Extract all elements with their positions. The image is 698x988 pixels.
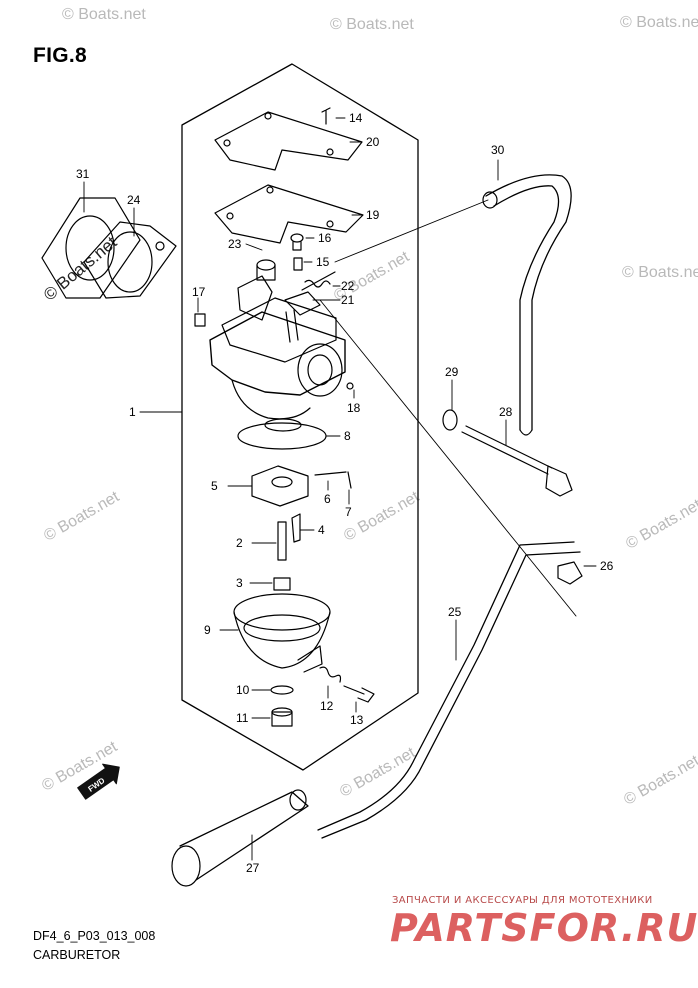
callout-2: 2 — [236, 536, 243, 550]
callout-3: 3 — [236, 576, 243, 590]
main-jet-3 — [273, 577, 291, 591]
callout-17: 17 — [192, 285, 206, 299]
callout-5: 5 — [211, 479, 218, 493]
float-5 — [251, 465, 309, 507]
cover-plate-20 — [214, 111, 363, 171]
watermark: © Boats.net — [330, 16, 414, 33]
screw-13 — [343, 685, 375, 703]
needle-valve-4 — [291, 513, 301, 543]
callout-13: 13 — [350, 713, 364, 727]
clip-7 — [347, 471, 352, 489]
callout-1: 1 — [129, 405, 136, 419]
assembly-boundary — [181, 63, 419, 771]
shop-logo: PARTSFOR.RU — [390, 906, 698, 950]
figure-code: DF4_6_P03_013_008 — [33, 929, 156, 943]
callout-30: 30 — [491, 143, 505, 157]
gasket-24 — [83, 221, 177, 299]
callout-10: 10 — [236, 683, 250, 697]
float-pin-6 — [314, 471, 347, 476]
choke-knob-27 — [179, 791, 309, 881]
figure-title: FIG.8 — [33, 44, 88, 67]
callout-24: 24 — [127, 193, 141, 207]
carburetor-throat — [297, 343, 343, 397]
o-ring-8 — [237, 422, 327, 450]
callout-14: 14 — [349, 111, 363, 125]
callout-20: 20 — [366, 135, 380, 149]
forward-arrow: FWD — [77, 763, 120, 800]
callout-21: 21 — [341, 293, 355, 307]
callout-23: 23 — [228, 237, 242, 251]
plug-15 — [293, 257, 303, 271]
leader-lines — [83, 117, 597, 861]
callout-25: 25 — [448, 605, 462, 619]
callout-12: 12 — [320, 699, 334, 713]
bolt-28 — [461, 425, 553, 475]
watermark: © Boats.net — [62, 6, 146, 23]
shop-tagline: ЗАПЧАСТИ И АКСЕССУАРЫ ДЛЯ МОТОТЕХНИКИ — [392, 895, 653, 906]
callout-31: 31 — [76, 167, 90, 181]
watermark: © Boats.net — [620, 14, 698, 31]
callout-27: 27 — [246, 861, 260, 875]
figure-caption: CARBURETOR — [33, 948, 121, 962]
callout-7: 7 — [345, 505, 352, 519]
gasket-31 — [41, 197, 141, 299]
callout-19: 19 — [366, 208, 380, 222]
jet-holder-2 — [277, 521, 287, 561]
callout-4: 4 — [318, 523, 325, 537]
callout-28: 28 — [499, 405, 513, 419]
callout-11: 11 — [236, 711, 249, 725]
spring-22 — [304, 279, 331, 288]
screw-14 — [321, 107, 331, 125]
callout-9: 9 — [204, 623, 211, 637]
callout-6: 6 — [324, 492, 331, 506]
washer-10 — [270, 685, 294, 695]
cap-23 — [256, 259, 276, 271]
callout-29: 29 — [445, 365, 459, 379]
choke-rod-25 — [317, 541, 575, 831]
jet-18 — [346, 382, 354, 390]
watermark: © Boats.net — [622, 264, 698, 281]
float-bowl-9 — [233, 593, 331, 631]
needle-21 — [301, 271, 336, 291]
rod-clip-26 — [557, 561, 583, 585]
callout-26: 26 — [600, 559, 614, 573]
carburetor-body — [209, 311, 346, 396]
callout-16: 16 — [318, 231, 332, 245]
callout-15: 15 — [316, 255, 330, 269]
callout-8: 8 — [344, 429, 351, 443]
drain-screw-11 — [271, 711, 293, 727]
plug-17 — [194, 313, 206, 327]
gasket-19 — [214, 184, 364, 244]
screw-16 — [290, 233, 304, 243]
washer-29 — [442, 409, 458, 431]
callout-22: 22 — [341, 279, 355, 293]
spring-12 — [319, 666, 342, 683]
fuel-hose-30 — [485, 174, 572, 431]
callout-18: 18 — [347, 401, 361, 415]
